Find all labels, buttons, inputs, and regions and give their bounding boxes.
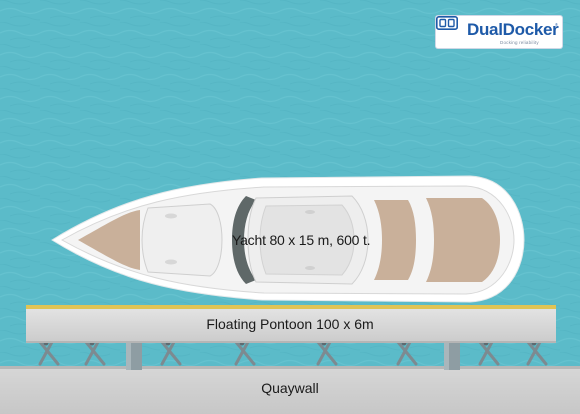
dualdocker-logo: DualDocker ® Docking reliability	[436, 16, 562, 48]
aft-deck-teak	[426, 198, 500, 282]
brand-tagline: Docking reliability	[500, 40, 539, 45]
quaywall	[0, 368, 580, 414]
registered-mark: ®	[555, 22, 558, 27]
pontoon-fender-edge	[26, 305, 556, 309]
mooring-arms	[38, 340, 548, 366]
floating-pontoon	[26, 307, 556, 343]
yacht	[51, 175, 525, 303]
piles	[126, 336, 460, 370]
yacht-label: Yacht 80 x 15 m, 600 t.	[232, 232, 371, 248]
windscreen	[232, 196, 256, 284]
brand-name: DualDocker	[467, 20, 559, 39]
quaywall-edge	[0, 366, 580, 369]
foredeck	[141, 203, 223, 277]
bow-deck-teak	[78, 210, 140, 270]
quaywall-label: Quaywall	[261, 380, 319, 396]
pontoon-label: Floating Pontoon 100 x 6m	[206, 316, 374, 332]
dualdocker-icon	[436, 16, 458, 30]
mid-deck-teak	[374, 200, 416, 280]
